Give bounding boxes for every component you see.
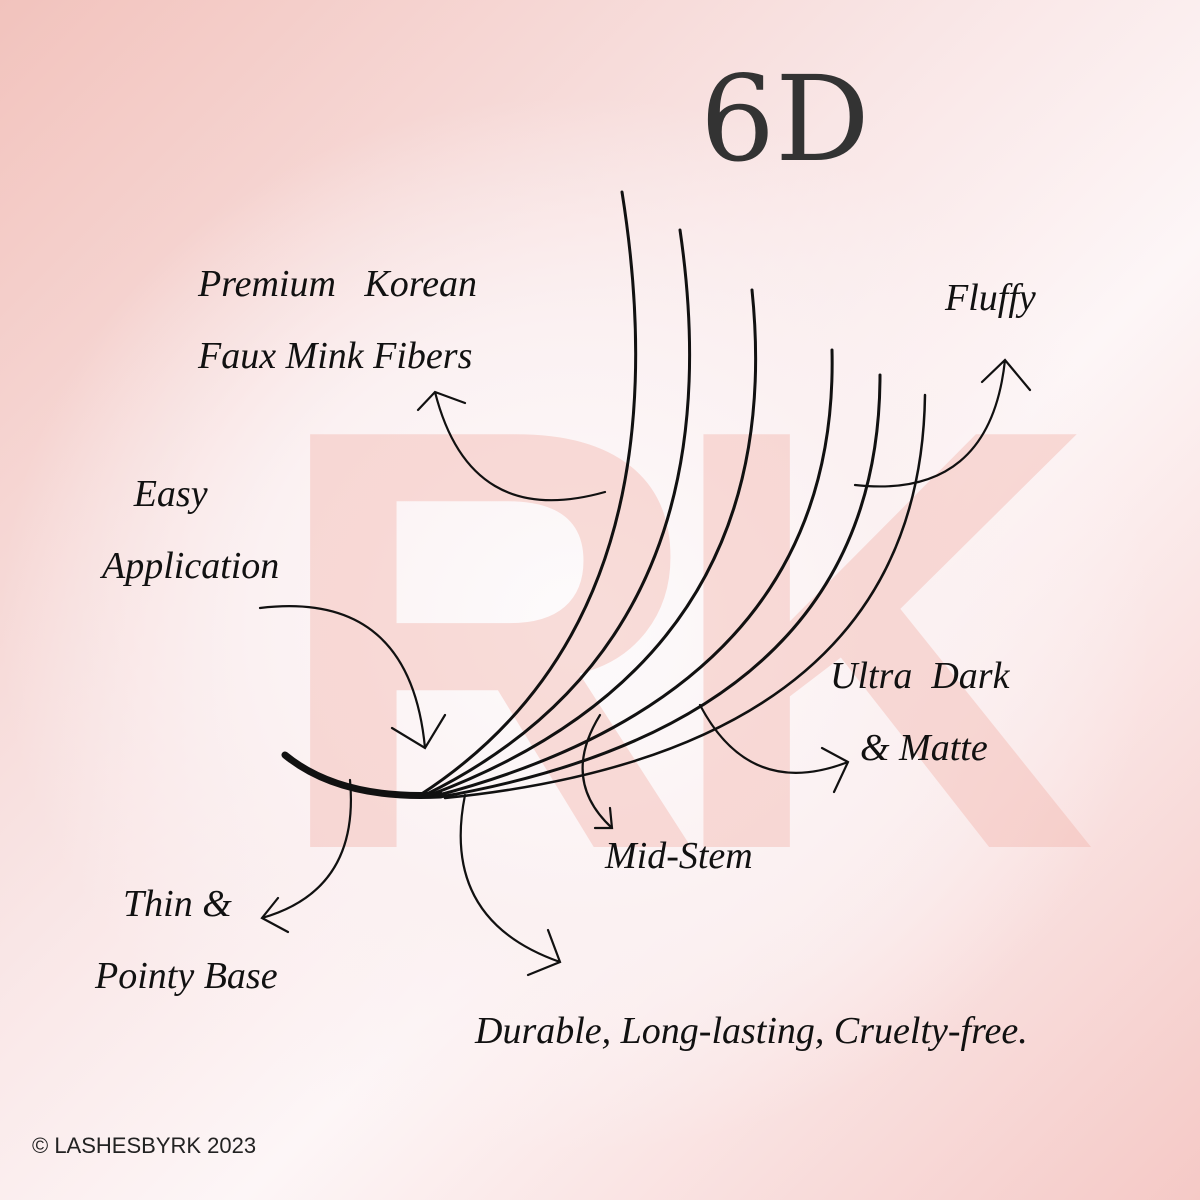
arrow-easy <box>258 605 447 750</box>
lash-base <box>281 751 444 799</box>
label-easy-line1: Easy <box>133 473 208 515</box>
label-thin: Thin & Pointy Base <box>95 868 278 1012</box>
arrow-premium <box>416 390 607 502</box>
label-easy: Easy Application <box>102 458 279 602</box>
product-title: 6D <box>700 50 870 188</box>
lash-strand <box>438 373 882 799</box>
label-thin-line2: Pointy Base <box>95 955 278 998</box>
arrow-durable <box>459 793 562 977</box>
label-fluffy: Fluffy <box>945 277 1036 319</box>
copyright: © LASHESBYRK 2023 <box>32 1133 257 1158</box>
label-ultra-line1: Ultra Dark <box>830 655 1010 697</box>
arrow-thin <box>260 778 352 934</box>
lash-strand <box>443 393 927 800</box>
label-ultra-line2: & Matte <box>860 727 988 770</box>
arrow-midstem <box>581 713 614 830</box>
label-durable: Durable, Long-lasting, Cruelty-free. <box>475 1010 1028 1052</box>
lash-strand <box>418 190 638 797</box>
label-thin-line1: Thin & <box>123 883 232 925</box>
lash-strand <box>428 288 758 797</box>
label-ultra: Ultra Dark & Matte <box>830 640 1009 784</box>
label-premium-line2: Faux Mink Fibers <box>198 335 473 378</box>
arrow-ultra <box>698 703 850 794</box>
lash-strand <box>433 348 834 798</box>
label-premium: Premium Korean Faux Mink Fibers <box>198 248 477 392</box>
label-easy-line2: Application <box>102 545 280 588</box>
label-premium-line1: Premium Korean <box>198 263 477 305</box>
arrow-fluffy <box>853 358 1032 488</box>
lash-strand <box>423 228 692 797</box>
label-midstem: Mid-Stem <box>605 835 753 877</box>
